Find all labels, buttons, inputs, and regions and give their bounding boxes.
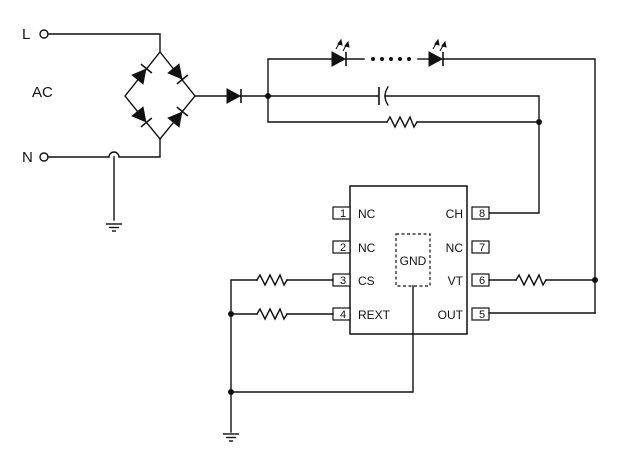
junction: [228, 311, 234, 317]
ic-pin-2: 2 NC: [332, 240, 376, 255]
svg-text:4: 4: [340, 309, 346, 321]
bridge-rectifier: [124, 50, 196, 141]
resistor-parallel: [386, 116, 418, 128]
ic-body: [349, 185, 468, 335]
svg-text:3: 3: [340, 275, 346, 287]
ic-gnd-pad: [395, 233, 431, 287]
svg-text:VT: VT: [448, 274, 464, 288]
svg-text:NC: NC: [358, 241, 376, 255]
svg-text:REXT: REXT: [358, 308, 391, 322]
gnd-wire: [230, 285, 414, 433]
svg-text:NC: NC: [446, 241, 464, 255]
svg-text:6: 6: [479, 275, 485, 287]
svg-text:OUT: OUT: [438, 308, 464, 322]
resistor-rext: [256, 308, 288, 320]
line-terminal: L: [22, 26, 49, 43]
line-label: L: [22, 26, 30, 43]
svg-text:CS: CS: [358, 274, 375, 288]
resistor-cs: [256, 274, 288, 286]
ac-label: AC: [32, 84, 53, 101]
svg-text:1: 1: [340, 208, 346, 220]
svg-text:5: 5: [479, 309, 485, 321]
neutral-wire: [47, 138, 161, 158]
neutral-terminal: N: [22, 149, 49, 166]
ic-pin-1: 1 NC: [332, 206, 376, 221]
svg-text:7: 7: [479, 242, 485, 254]
svg-text:NC: NC: [358, 207, 376, 221]
line-wire: [47, 33, 161, 53]
svg-text:2: 2: [340, 242, 346, 254]
ic-pin-6: 6 VT: [448, 273, 490, 288]
ch-wire: [488, 121, 540, 214]
ic-pin-5: 5 OUT: [438, 307, 490, 322]
ic-pin-4: 4 REXT: [332, 307, 391, 322]
ic-gnd-label: GND: [400, 254, 427, 268]
series-diode: [226, 88, 242, 104]
led-string-ellipsis: [371, 57, 411, 61]
neutral-label: N: [22, 149, 33, 166]
ground-symbol-input: [105, 223, 123, 232]
led-n: [428, 39, 447, 67]
ic-pin-8: 8 CH: [446, 206, 490, 221]
svg-text:8: 8: [479, 208, 485, 220]
led-1: [331, 39, 350, 67]
ic-pin-7: 7 NC: [446, 240, 490, 255]
junction: [592, 277, 598, 283]
resistor-vt: [515, 274, 547, 286]
ground-symbol-ic: [222, 433, 240, 442]
svg-text:CH: CH: [446, 207, 463, 221]
